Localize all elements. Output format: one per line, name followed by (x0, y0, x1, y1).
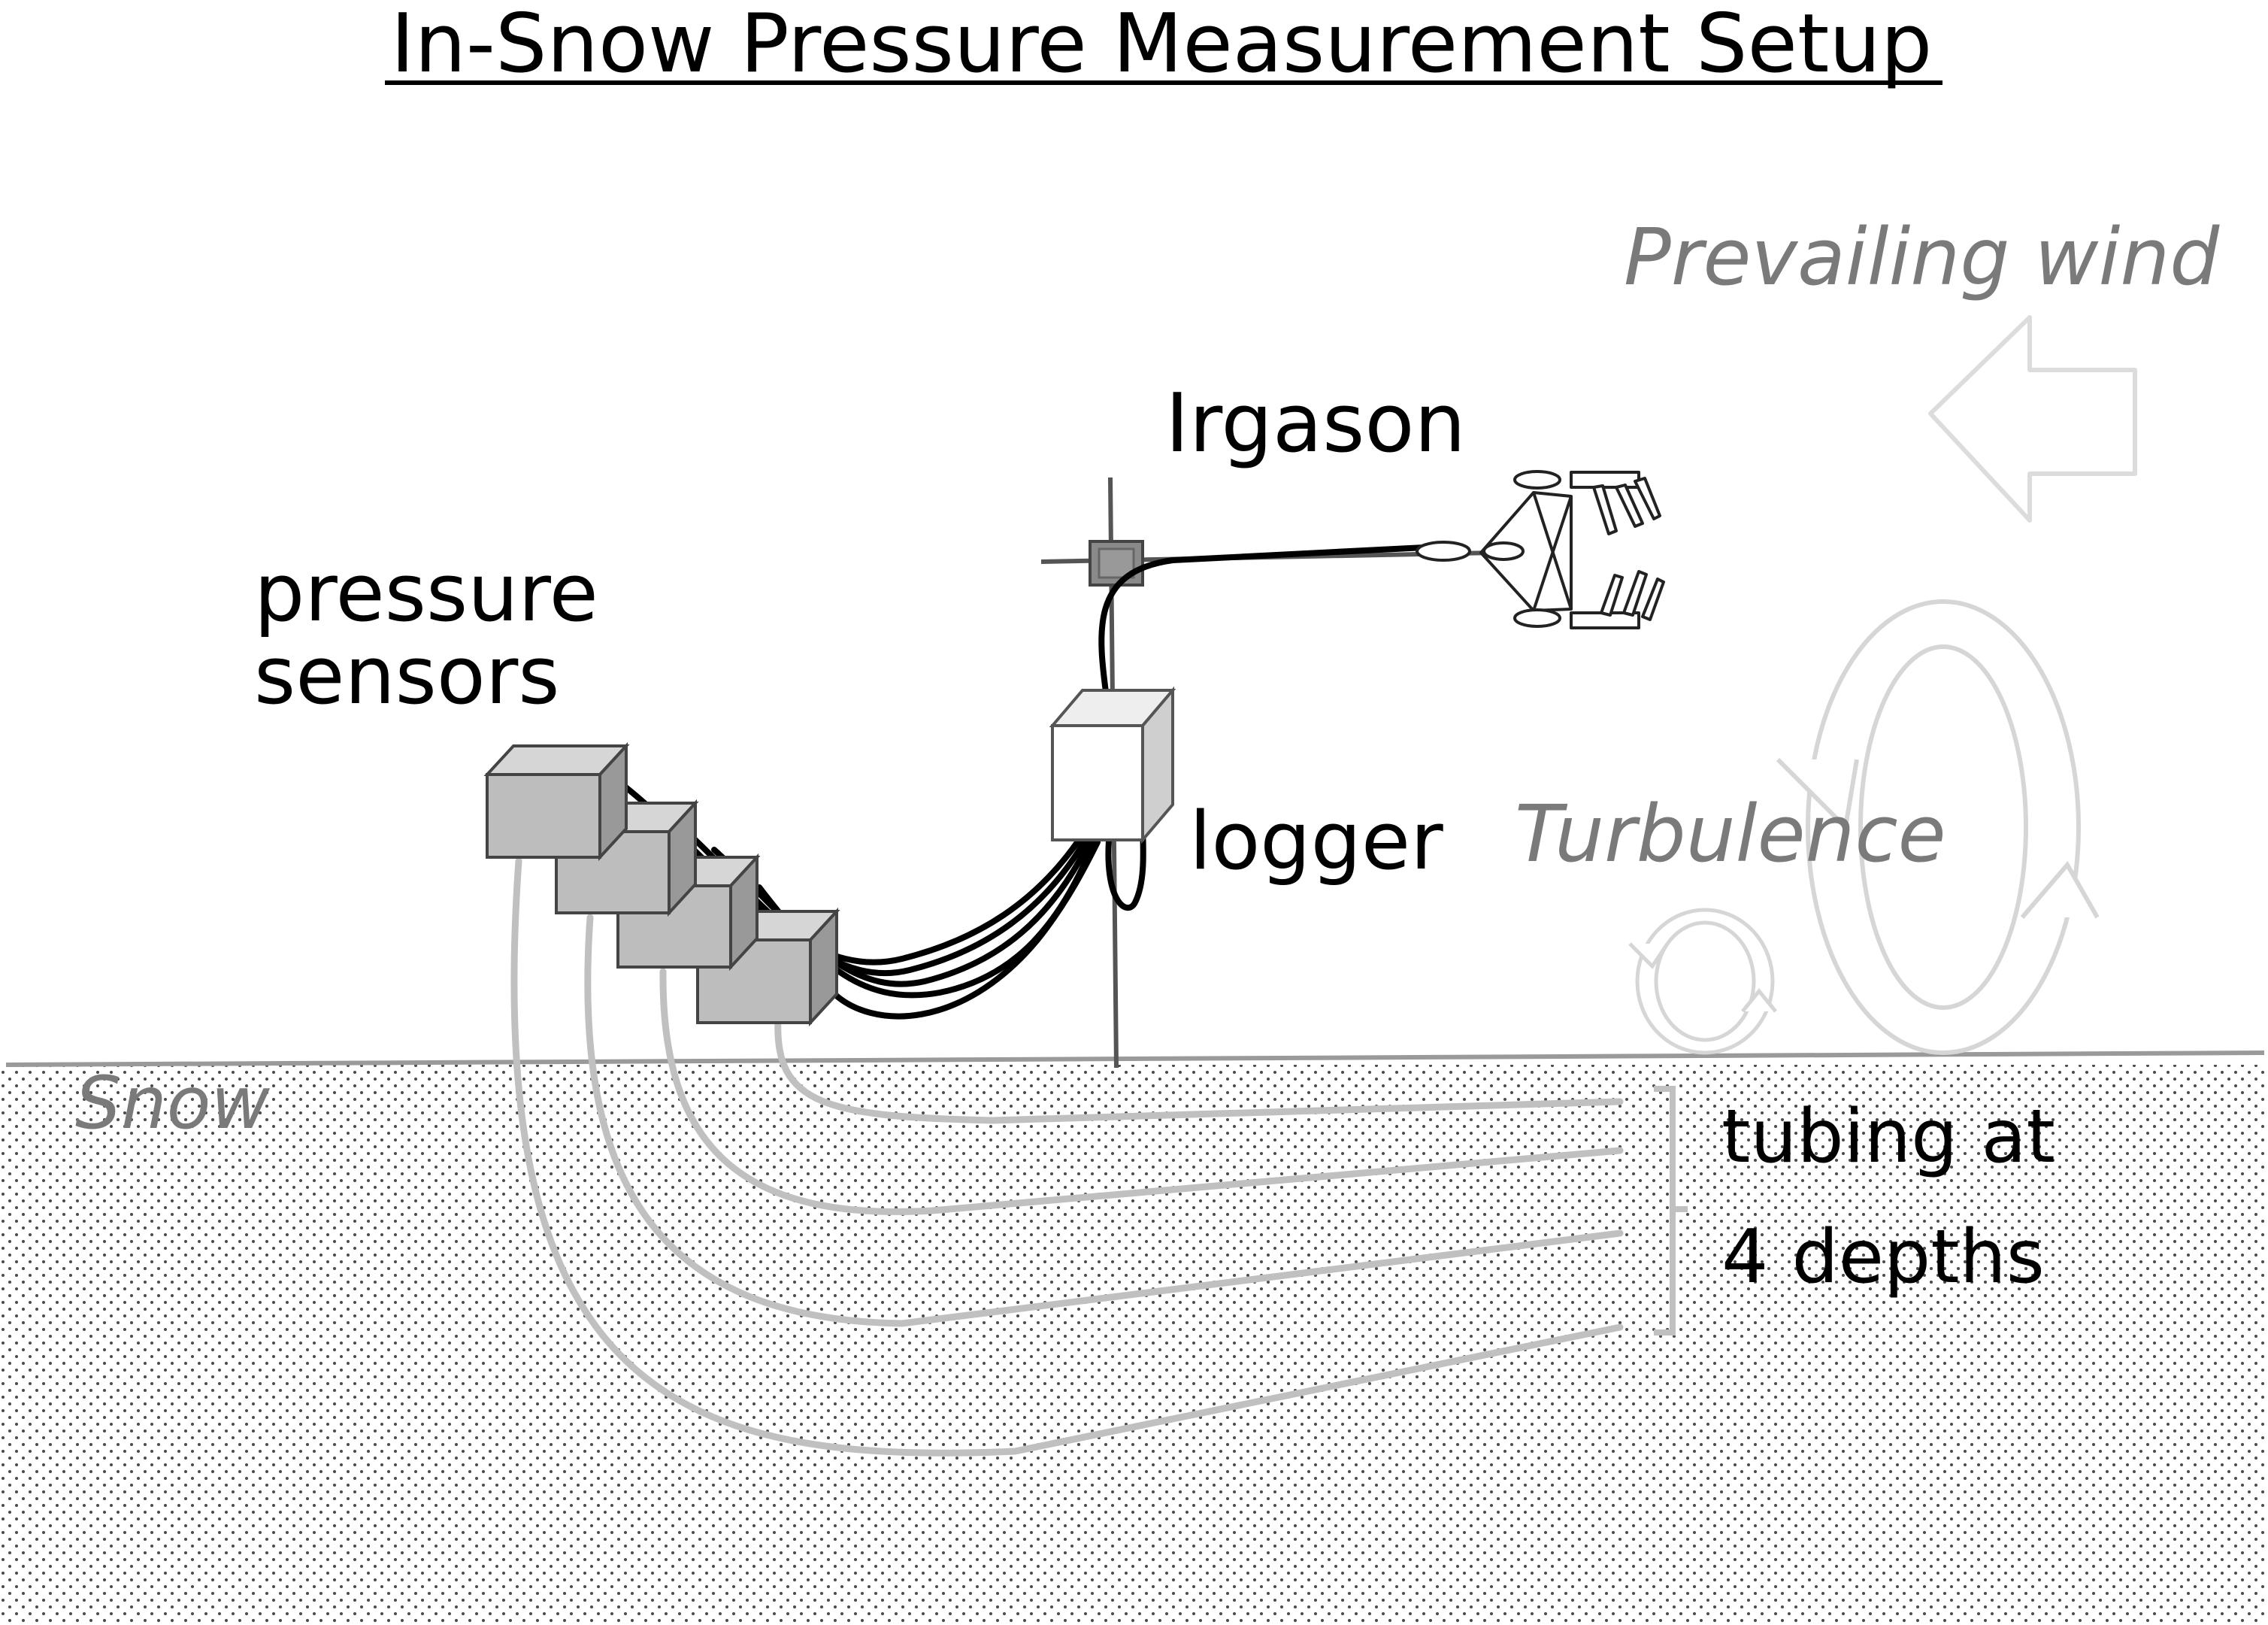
diagram-title: In-Snow Pressure Measurement Setup (391, 0, 1933, 91)
snow-label: Snow (75, 1061, 271, 1145)
prevailing-wind-label: Prevailing wind (1624, 211, 2220, 303)
logger-label: logger (1189, 795, 1443, 887)
tubing-lines (510, 857, 1624, 1457)
turbulence-large-eddy-icon (1776, 599, 2100, 1055)
cable-irgason (1098, 544, 1428, 706)
pressure-sensors-label-line1: pressure (254, 547, 598, 639)
tube-depth-1 (774, 1016, 1624, 1124)
tube-depth-3 (584, 914, 1624, 1327)
turbulence-label: Turbulence (1515, 788, 1946, 880)
pressure-sensors-label-line2: sensors (254, 629, 560, 722)
irgason-label: Irgason (1165, 377, 1466, 471)
wind-arrow-icon (1928, 315, 2137, 523)
turbulence-small-eddy-icon (1628, 908, 1777, 1055)
irgason-instrument (1416, 470, 1665, 629)
logger-box (1049, 686, 1176, 844)
tube-depth-4 (510, 857, 1624, 1457)
tubing-bracket (1654, 1086, 1688, 1335)
pressure-sensor-box-1 (483, 741, 630, 862)
snow-region (0, 1065, 2268, 1625)
tubing-label-line2: 4 depths (1721, 1214, 2045, 1300)
tube-depth-2 (659, 968, 1624, 1215)
snow-surface-line (5, 1050, 2265, 1067)
tubing-label-line1: tubing at (1721, 1094, 2055, 1180)
